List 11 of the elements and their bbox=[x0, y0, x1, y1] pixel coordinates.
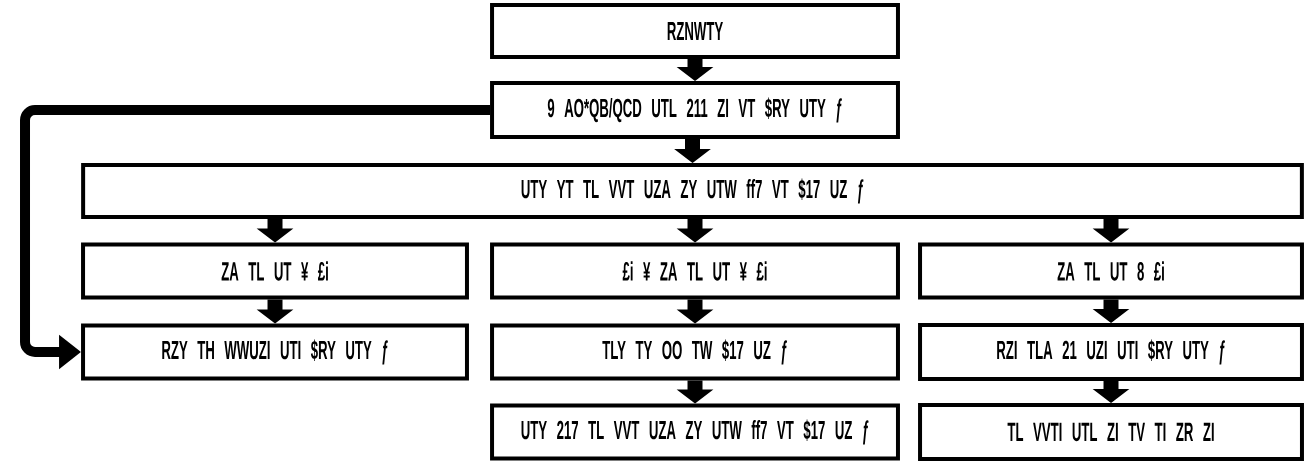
process-box: RZY TH WWUZI UTI $RY UTY ƒ bbox=[81, 323, 469, 381]
process-box: UTY YT TL VVT UZA ZY UTW ff7 VT $17 UZ ƒ bbox=[81, 163, 1304, 219]
process-box: £i ¥ ZA TL UT ¥ £i bbox=[490, 242, 900, 300]
process-box: RZI TLA 21 UZI UTI $RY UTY ƒ bbox=[918, 323, 1304, 381]
process-box: TL VVTI UTL ZI TV TI ZR ZI bbox=[918, 403, 1304, 461]
process-box: ZA TL UT 8 £i bbox=[918, 242, 1304, 300]
process-box: RZNWTY bbox=[490, 3, 900, 59]
process-box: UTY 217 TL VVT UZA ZY UTW ff7 VT $17 UZ ƒ bbox=[490, 403, 900, 461]
process-box: ZA TL UT ¥ £i bbox=[81, 242, 469, 300]
process-box: TLY TY OO TW $17 UZ ƒ bbox=[490, 323, 900, 381]
process-box: 9 AO*QB/QCD UTL 211 ZI VT $RY UTY ƒ bbox=[490, 81, 900, 139]
